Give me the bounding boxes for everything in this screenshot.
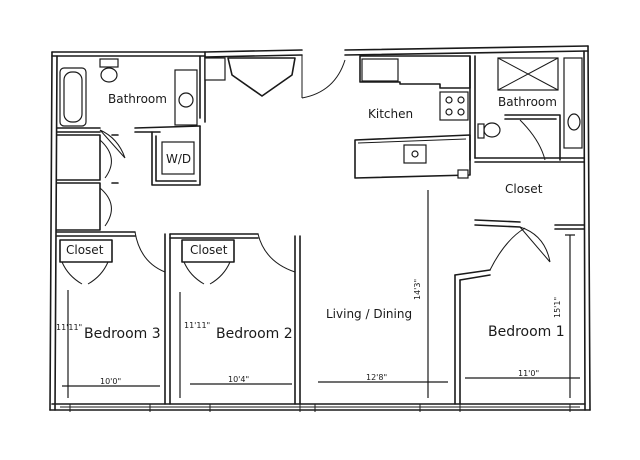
- dim-bedroom-2-height: 11'11": [184, 321, 210, 330]
- washer-dryer: [161, 141, 195, 175]
- laundry: W/D: [151, 125, 201, 186]
- room-label-closet-bed2: Closet: [190, 243, 228, 257]
- room-label-bathroom-left: Bathroom: [108, 92, 167, 106]
- bedroom-1: Bedroom 1 15'1" 11'0": [454, 227, 580, 405]
- dim-bedroom-1-height: 15'1": [553, 297, 562, 318]
- dim-living-height: 14'3": [413, 279, 422, 300]
- room-label-closet-master: Closet: [505, 182, 543, 196]
- windows-bottom: [60, 404, 580, 412]
- toilet-right: [483, 122, 501, 138]
- dim-bedroom-1-width: 11'0": [518, 369, 539, 378]
- stove: [439, 91, 469, 121]
- hall-closets: [56, 134, 119, 231]
- kitchen: Kitchen: [354, 55, 471, 179]
- room-label-kitchen: Kitchen: [368, 107, 413, 121]
- window-bay-top: [204, 55, 346, 99]
- fridge: [361, 58, 399, 82]
- closet-master: Closet: [474, 157, 585, 263]
- exterior-walls: [49, 45, 591, 411]
- burner-icon: [445, 96, 453, 104]
- dim-living-width: 12'8": [366, 373, 387, 382]
- bathroom-right: Bathroom: [469, 55, 583, 161]
- room-label-bedroom-3: Bedroom 3: [84, 326, 161, 342]
- vanity-right: [563, 57, 583, 149]
- room-label-living-dining: Living / Dining: [326, 307, 412, 321]
- dim-bedroom-3-width: 10'0": [100, 377, 121, 386]
- bedroom-2: Closet Bedroom 2 11'11" 10'4": [169, 233, 301, 405]
- sink-left-icon: [178, 92, 194, 108]
- room-label-washer-dryer: W/D: [166, 152, 191, 166]
- room-label-closet-bed3: Closet: [66, 243, 104, 257]
- room-label-bathroom-right: Bathroom: [498, 95, 557, 109]
- toilet: [99, 58, 119, 68]
- sink-right-icon: [567, 113, 581, 131]
- dim-bedroom-2-width: 10'4": [228, 375, 249, 384]
- living-dining: Living / Dining 14'3" 12'8": [318, 190, 448, 398]
- dim-bedroom-3-height: 11'11": [56, 323, 82, 332]
- room-label-bedroom-1: Bedroom 1: [488, 324, 565, 340]
- room-label-bedroom-2: Bedroom 2: [216, 326, 293, 342]
- bathroom-left: Bathroom: [56, 51, 206, 159]
- bedroom-3: Closet Bedroom 3 11'11" 10'0": [56, 231, 171, 405]
